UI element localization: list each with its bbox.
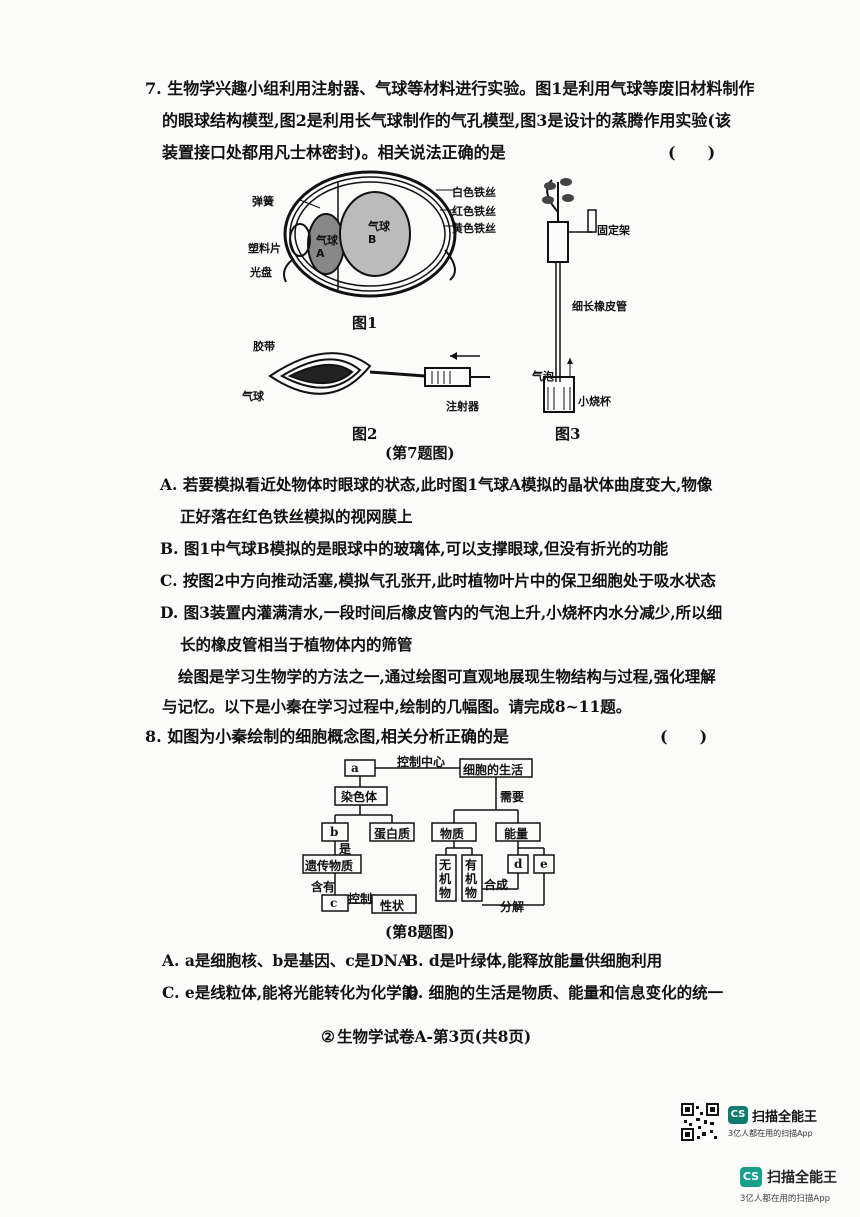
intro-line1: 绘图是学习生物学的方法之一,通过绘图可直观地展现生物结构与过程,强化理解	[178, 667, 716, 686]
q8-figure-caption: (第8题图)	[385, 923, 455, 941]
concept-protein: 蛋白质	[374, 827, 411, 841]
fig3-label-tube: 细长橡皮管	[572, 300, 627, 313]
concept-inorganic: 无机物	[439, 858, 452, 900]
q8-option-a: A. a是细胞核、b是基因、c是DNA	[162, 951, 410, 970]
camscanner-logo-icon: CS	[728, 1106, 748, 1124]
q7-option-a-line1: A. 若要模拟看近处物体时眼球的状态,此时图1气球A模拟的晶状体曲度变大,物像	[160, 475, 713, 494]
q8-option-c: C. e是线粒体,能将光能转化为化学能	[162, 983, 418, 1002]
q7-option-c: C. 按图2中方向推动活塞,模拟气孔张开,此时植物叶片中的保卫细胞处于吸水状态	[160, 571, 716, 590]
fig2-label-tape: 胶带	[253, 340, 275, 353]
concept-trait: 性状	[380, 899, 405, 913]
camscanner-logo-icon-bottom: CS	[740, 1167, 762, 1187]
concept-cell-life: 细胞的生活	[463, 763, 524, 777]
q7-stem-line2: 的眼球结构模型,图2是利用长气球制作的气孔模型,图3是设计的蒸腾作用实验(该	[162, 111, 731, 130]
fig2-caption: 图2	[352, 425, 378, 443]
concept-control: 控制	[348, 892, 373, 906]
concept-genetic-material: 遗传物质	[305, 859, 354, 873]
fig1-label-balloon-a: 气球A	[316, 234, 338, 260]
fig3-transpiration-apparatus	[542, 178, 597, 413]
concept-energy: 能量	[504, 827, 529, 841]
concept-synthesis: 合成	[484, 878, 509, 892]
q7-option-d-line1: D. 图3装置内灌满清水,一段时间后橡皮管内的气泡上升,小烧杯内水分减少,所以细	[160, 603, 723, 622]
fig1-label-white-wire: 白色铁丝	[452, 186, 496, 199]
q7-stem-line3: 装置接口处都用凡士林密封)。相关说法正确的是	[162, 143, 506, 162]
fig1-label-plastic: 塑料片	[248, 242, 281, 255]
concept-control-center: 控制中心	[397, 755, 446, 769]
q8-option-b: B. d是叶绿体,能释放能量供细胞利用	[405, 951, 663, 970]
intro-line2: 与记忆。以下是小秦在学习过程中,绘制的几幅图。请完成8~11题。	[162, 697, 632, 716]
watermark-tagline: 3亿人都在用的扫描App	[728, 1129, 813, 1138]
fig1-caption: 图1	[352, 314, 378, 332]
qr-code	[680, 1102, 720, 1142]
fig1-label-disc: 光盘	[250, 266, 272, 279]
q7-answer-bracket: ( )	[668, 143, 716, 162]
fig1-label-red-wire: 红色铁丝	[452, 205, 496, 218]
fig2-label-balloon: 气球	[242, 390, 264, 403]
watermark-app-name-bottom: 扫描全能王	[767, 1170, 837, 1186]
watermark-tagline-bottom: 3亿人都在用的扫描App	[740, 1194, 831, 1204]
fig2-label-syringe: 注射器	[446, 400, 479, 413]
fig1-label-yellow-wire: 黄色铁丝	[452, 222, 496, 235]
concept-need: 需要	[500, 790, 525, 804]
concept-c: c	[330, 896, 338, 910]
fig1-eye-model	[283, 170, 457, 298]
concept-chromosome: 染色体	[341, 790, 378, 804]
concept-contains: 含有	[311, 880, 336, 894]
concept-matter: 物质	[440, 827, 465, 841]
q7-option-a-line2: 正好落在红色铁丝模拟的视网膜上	[180, 507, 413, 526]
concept-a: a	[351, 761, 359, 775]
concept-b: b	[330, 825, 339, 839]
q8-option-d: D. 细胞的生活是物质、能量和信息变化的统一	[405, 983, 724, 1002]
fig1-label-spring: 弹簧	[252, 195, 274, 208]
concept-decompose: 分解	[500, 900, 525, 914]
fig3-label-beaker: 小烧杯	[578, 395, 611, 408]
concept-e: e	[540, 857, 548, 871]
q7-option-b: B. 图1中气球B模拟的是眼球中的玻璃体,可以支撑眼球,但没有折光的功能	[160, 539, 669, 558]
footer-mark: ②	[321, 1027, 335, 1046]
q7-figure-caption: (第7题图)	[385, 444, 455, 462]
fig3-label-bubble: 气泡	[532, 370, 554, 383]
watermark-app-name: 扫描全能王	[752, 1110, 818, 1125]
concept-organic: 有机物	[465, 858, 478, 900]
fig3-caption: 图3	[555, 425, 581, 443]
q8-concept-map	[302, 758, 555, 914]
q7-stem-line1: 7. 生物学兴趣小组利用注射器、气球等材料进行实验。图1是利用气球等废旧材料制作	[145, 79, 755, 98]
footer-page-info: 生物学试卷A-第3页(共8页)	[337, 1027, 532, 1046]
q8-stem: 8. 如图为小秦绘制的细胞概念图,相关分析正确的是	[145, 727, 509, 746]
q7-option-d-line2: 长的橡皮管相当于植物体内的筛管	[180, 635, 413, 654]
concept-d: d	[514, 857, 523, 871]
concept-is: 是	[339, 842, 352, 856]
fig2-stoma-model	[268, 352, 490, 395]
q8-answer-bracket: ( )	[660, 727, 708, 746]
fig1-label-balloon-b: 气球B	[368, 220, 390, 246]
fig3-label-stand: 固定架	[597, 224, 630, 237]
